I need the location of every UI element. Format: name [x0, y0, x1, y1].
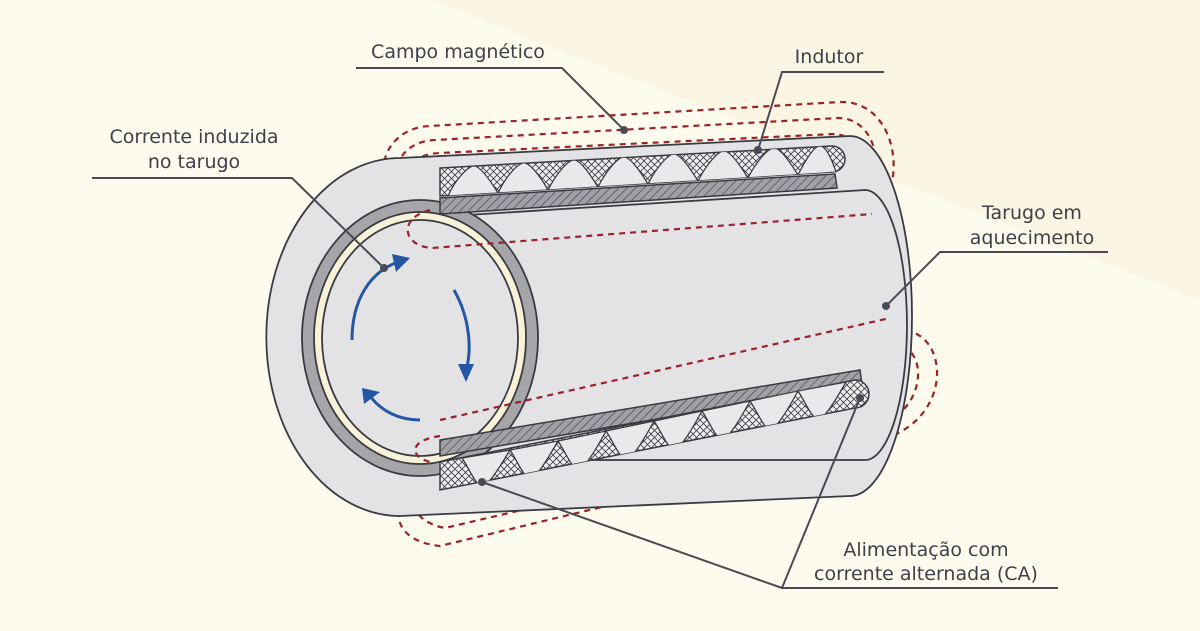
upper-inductor-coil: [439, 145, 846, 215]
arrow-heads: [362, 254, 474, 404]
label-magnetic-field: Campo magnético: [371, 41, 545, 63]
leader-lines: [92, 67, 1108, 589]
label-induced-current-line2: no tarugo: [148, 151, 240, 173]
leader-dots: [380, 126, 890, 486]
label-billet-line1: Tarugo em: [981, 202, 1082, 224]
label-ac-supply-line1: Alimentação com: [843, 539, 1008, 561]
label-inductor: Indutor: [795, 46, 864, 68]
induced-current-arrows: [350, 260, 471, 422]
magnetic-field-lines-inner: [406, 208, 891, 464]
label-ac-supply-line2: corrente alternada (CA): [814, 563, 1038, 585]
label-induced-current-line1: Corrente induzida: [109, 126, 278, 148]
label-billet-line2: aquecimento: [970, 227, 1094, 249]
